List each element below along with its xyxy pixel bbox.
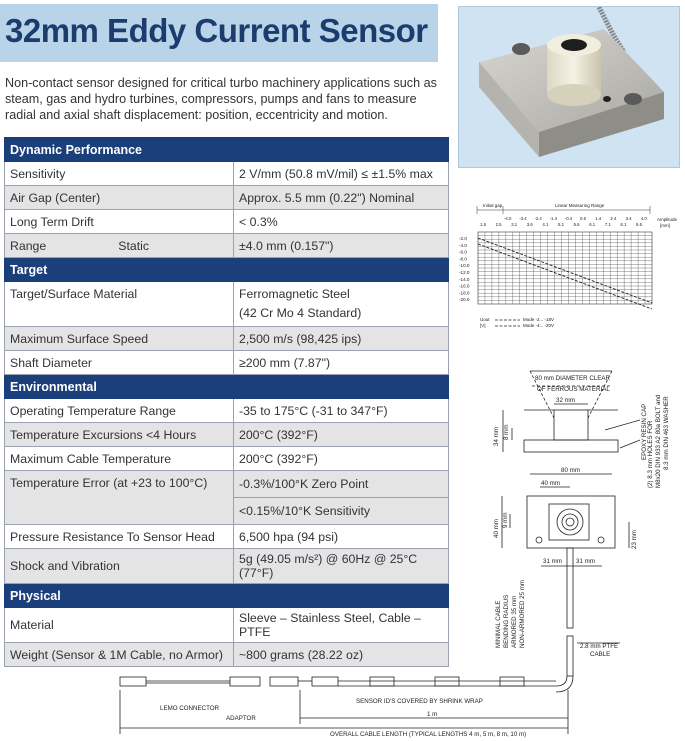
dim-23mm: 23 mm: [631, 530, 638, 549]
linear-range-label: Linear Measuring Range: [555, 203, 605, 208]
amplitude-unit: [mm]: [660, 223, 670, 228]
top-tick-label: 1.4: [595, 216, 602, 221]
gap-tick-label: 9.5: [636, 222, 643, 227]
y-tick-label: -14.0: [459, 277, 470, 282]
overall-length-label: OVERALL CABLE LENGTH (TYPICAL LENGTHS 4 …: [330, 731, 526, 738]
dim-40mm-height: 40 mm: [493, 519, 500, 538]
linearity-chart: Initial gap Linear Measuring Range Ampli…: [459, 203, 678, 328]
adaptor-label: ADAPTOR: [226, 715, 256, 722]
dim-34mm: 34 mm: [493, 427, 500, 446]
epoxy-cap-label: EPOXY RESIN CAP: [641, 404, 648, 460]
legend-item-2: Mode -4... -20V: [523, 323, 554, 328]
sensor-id-label: SENSOR ID'S COVERED BY SHRINK WRAP: [356, 698, 483, 705]
amplitude-label: Amplitude: [657, 217, 678, 222]
page-title: 32mm Eddy Current Sensor: [5, 12, 428, 49]
y-tick-label: -12.0: [459, 270, 470, 275]
table-row: Temperature Error (at +23 to 100°C)-0.3%…: [4, 470, 449, 525]
series-line-mode4: [477, 243, 653, 310]
gap-tick-label: 1.5: [480, 222, 487, 227]
dim-80mm: 80 mm: [561, 467, 580, 474]
holes-label-1: (2) 8.3 mm HOLES FOR: [647, 420, 654, 488]
dim-40mm-width: 40 mm: [541, 480, 560, 487]
ptfe-cable-label-2: CABLE: [590, 651, 610, 658]
y-tick-label: -18.0: [459, 290, 470, 295]
gap-tick-label: 3.1: [511, 222, 518, 227]
y-tick-label: -20.0: [459, 297, 470, 302]
top-tick-label: -3.4: [519, 216, 527, 221]
section-header-physical: Physical: [4, 583, 449, 608]
bend-radius-label-2: BENDING RADIUS: [503, 595, 510, 648]
gap-tick-label: 7.1: [605, 222, 612, 227]
chart-grid: [477, 231, 653, 305]
y-tick-label: -16.0: [459, 284, 470, 289]
intro-text: Non-contact sensor designed for critical…: [5, 76, 437, 122]
gap-tick-label: 5.6: [574, 222, 581, 227]
dim-31mm-right: 31 mm: [576, 558, 595, 565]
y-tick-label: -4.0: [459, 243, 467, 248]
bend-radius-label-4: NON-ARMORED 25 mm: [519, 580, 526, 648]
legend-title: Uout: [480, 317, 490, 322]
title-band: [0, 4, 438, 62]
top-tick-label: 0.6: [580, 216, 587, 221]
initial-gap-label: Initial gap: [483, 203, 503, 208]
clear-zone-label-2: OF FERROUS MATERIAL: [537, 386, 610, 393]
bend-radius-label-1: MINIMAL CABLE: [495, 600, 502, 648]
holes-label-3: 8.3 mm DIN 463 WASHER: [663, 396, 670, 470]
y-tick-label: -10.0: [459, 263, 470, 268]
dim-31mm-left: 31 mm: [543, 558, 562, 565]
top-tick-label: 3.4: [626, 216, 633, 221]
section-header-dynamic: Dynamic Performance: [4, 137, 449, 162]
bend-radius-label-3: ARMORED 35 mm: [511, 596, 518, 648]
y-tick-label: -2.0: [459, 236, 467, 241]
top-ticks-row-1: -4.0 -3.4 -2.4 -1.4 -0.4 0.6 1.4 2.4 3.4 4.0: [504, 216, 647, 221]
top-ticks-row-2: 1.5 2.5 3.1 3.6 4.1 5.1 5.6 6.1 7.1 8.1 9.5: [480, 222, 643, 227]
table-row: Weight (Sensor & 1M Cable, no Armor)~800…: [4, 642, 449, 667]
top-tick-label: 2.4: [610, 216, 617, 221]
dim-32mm: 32 mm: [556, 397, 575, 404]
top-tick-label: 4.0: [641, 216, 648, 221]
top-tick-label: -1.4: [550, 216, 558, 221]
y-tick-label: -6.0: [459, 250, 467, 255]
dim-8mm: 8 mm: [503, 425, 510, 440]
product-photo: [458, 6, 680, 168]
section-header-environmental: Environmental: [4, 374, 449, 399]
holes-label-2: M8x20 DIN 933 A2 80a BOLT and: [655, 394, 662, 488]
ptfe-cable-label: 2.8 mm PTFE: [580, 643, 618, 650]
chart-frame: [477, 231, 653, 305]
dim-9mm: 9 mm: [502, 513, 509, 528]
top-tick-label: -4.0: [504, 216, 512, 221]
table-row: Air Gap (Center)Approx. 5.5 mm (0.22") N…: [4, 185, 449, 210]
table-row: Long Term Drift< 0.3%: [4, 209, 449, 234]
gap-tick-label: 4.1: [542, 222, 549, 227]
gap-tick-label: 6.1: [589, 222, 596, 227]
one-meter-label: 1 m: [427, 711, 437, 718]
clear-zone-label: 80 mm DIAMETER CLEAR: [535, 375, 610, 382]
gap-tick-label: 2.5: [496, 222, 503, 227]
legend-unit: [V]: [480, 323, 486, 328]
section-header-target: Target: [4, 257, 449, 282]
top-tick-label: -0.4: [565, 216, 573, 221]
gap-tick-label: 3.6: [527, 222, 534, 227]
gap-tick-label: 8.1: [620, 222, 627, 227]
top-tick-label: -2.4: [534, 216, 542, 221]
table-row: Shaft Diameter≥200 mm (7.87"): [4, 350, 449, 375]
legend-item-1: Mode -2... -18V: [523, 317, 554, 322]
gap-tick-label: 5.1: [558, 222, 565, 227]
y-tick-label: -8.0: [459, 256, 467, 261]
table-row: Operating Temperature Range-35 to 175°C …: [4, 398, 449, 423]
y-axis-ticks: -2.0 -4.0 -6.0-8.0 -10.0 -12.0 -14.0 -16.0-18.…: [459, 236, 470, 302]
lemo-connector-label: LEMO CONNECTOR: [160, 705, 220, 712]
series-line-mode2: [477, 237, 653, 304]
table-row: <0.15%/10°K Sensitivity: [5, 497, 449, 525]
